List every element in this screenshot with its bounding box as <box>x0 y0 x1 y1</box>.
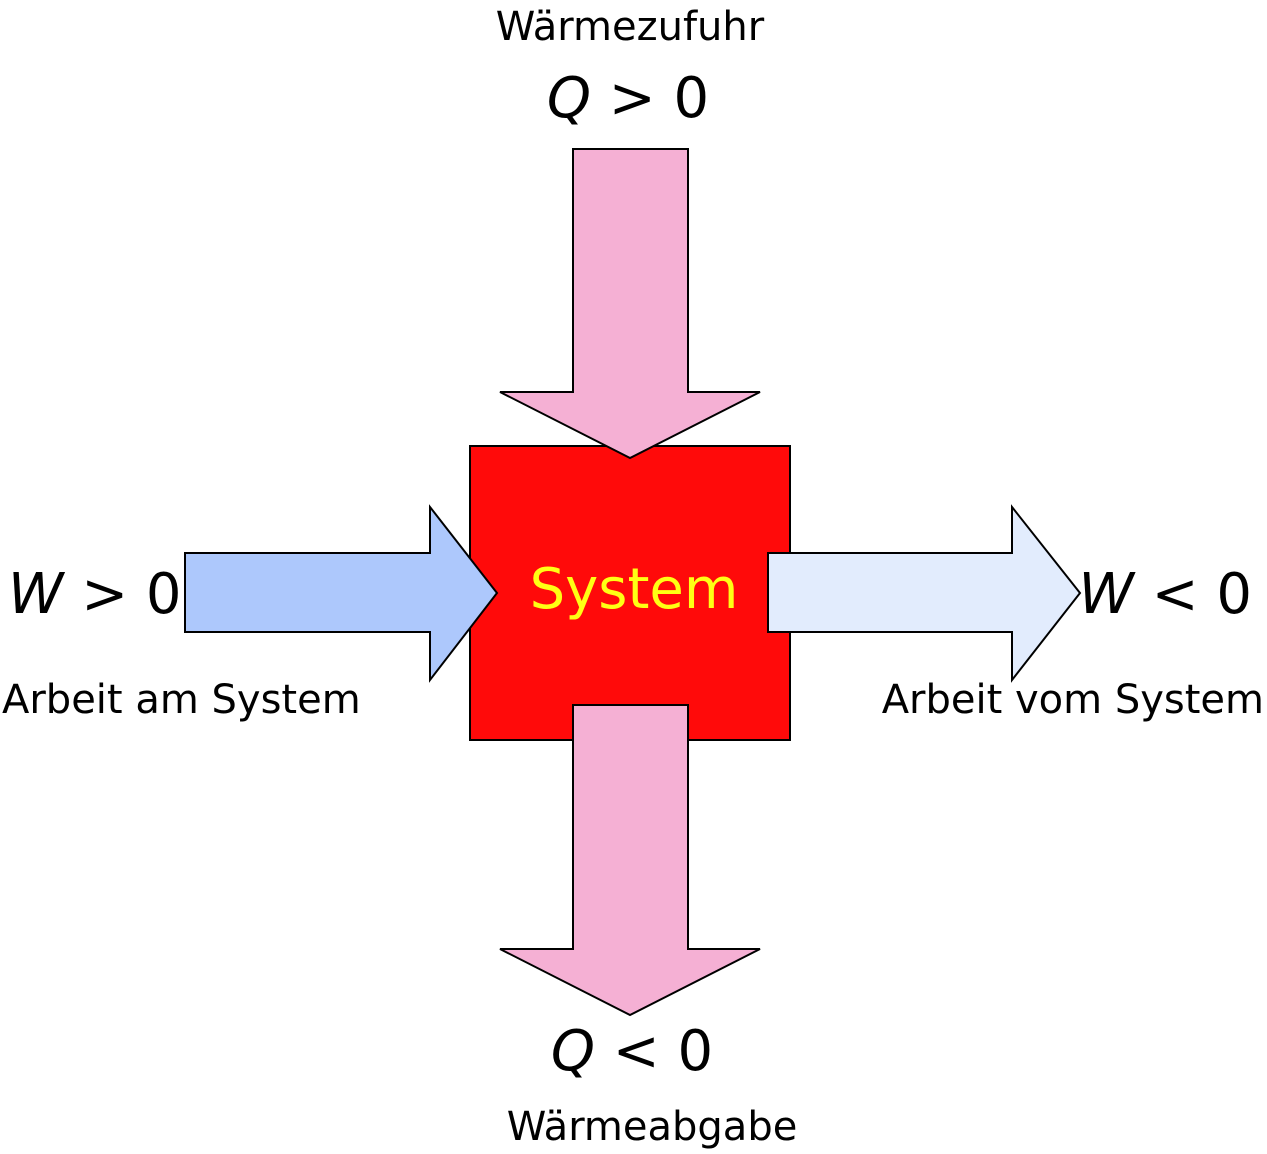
heat-in-op: > <box>609 66 656 131</box>
heat-out-op: < <box>613 1019 660 1084</box>
heat-out-label: Wärmeabgabe <box>507 1104 798 1150</box>
work-out-op: < <box>1152 562 1199 627</box>
work-in-val: 0 <box>146 562 182 627</box>
work-out-var: W <box>1078 562 1136 627</box>
work-in-symbol: W > 0 <box>8 562 182 627</box>
heat-out-arrow <box>499 704 761 1017</box>
heat-out-symbol: Q < 0 <box>551 1019 713 1084</box>
work-out-val: 0 <box>1216 562 1252 627</box>
work-in-var: W <box>8 562 66 627</box>
work-in-label: Arbeit am System <box>2 677 361 723</box>
heat-in-val: 0 <box>673 66 709 131</box>
work-out-symbol: W < 0 <box>1078 562 1252 627</box>
work-out-label: Arbeit vom System <box>882 677 1264 723</box>
system-box <box>469 445 791 741</box>
heat-in-arrow <box>499 148 761 460</box>
system-label: System <box>530 557 739 622</box>
heat-in-var: Q <box>547 66 591 131</box>
work-in-arrow <box>184 504 499 683</box>
heat-in-label: Wärmezufuhr <box>496 4 765 50</box>
heat-out-var: Q <box>551 1019 595 1084</box>
work-out-arrow <box>767 504 1082 683</box>
heat-in-symbol: Q > 0 <box>547 66 709 131</box>
work-in-op: > <box>81 562 128 627</box>
heat-out-val: 0 <box>677 1019 713 1084</box>
